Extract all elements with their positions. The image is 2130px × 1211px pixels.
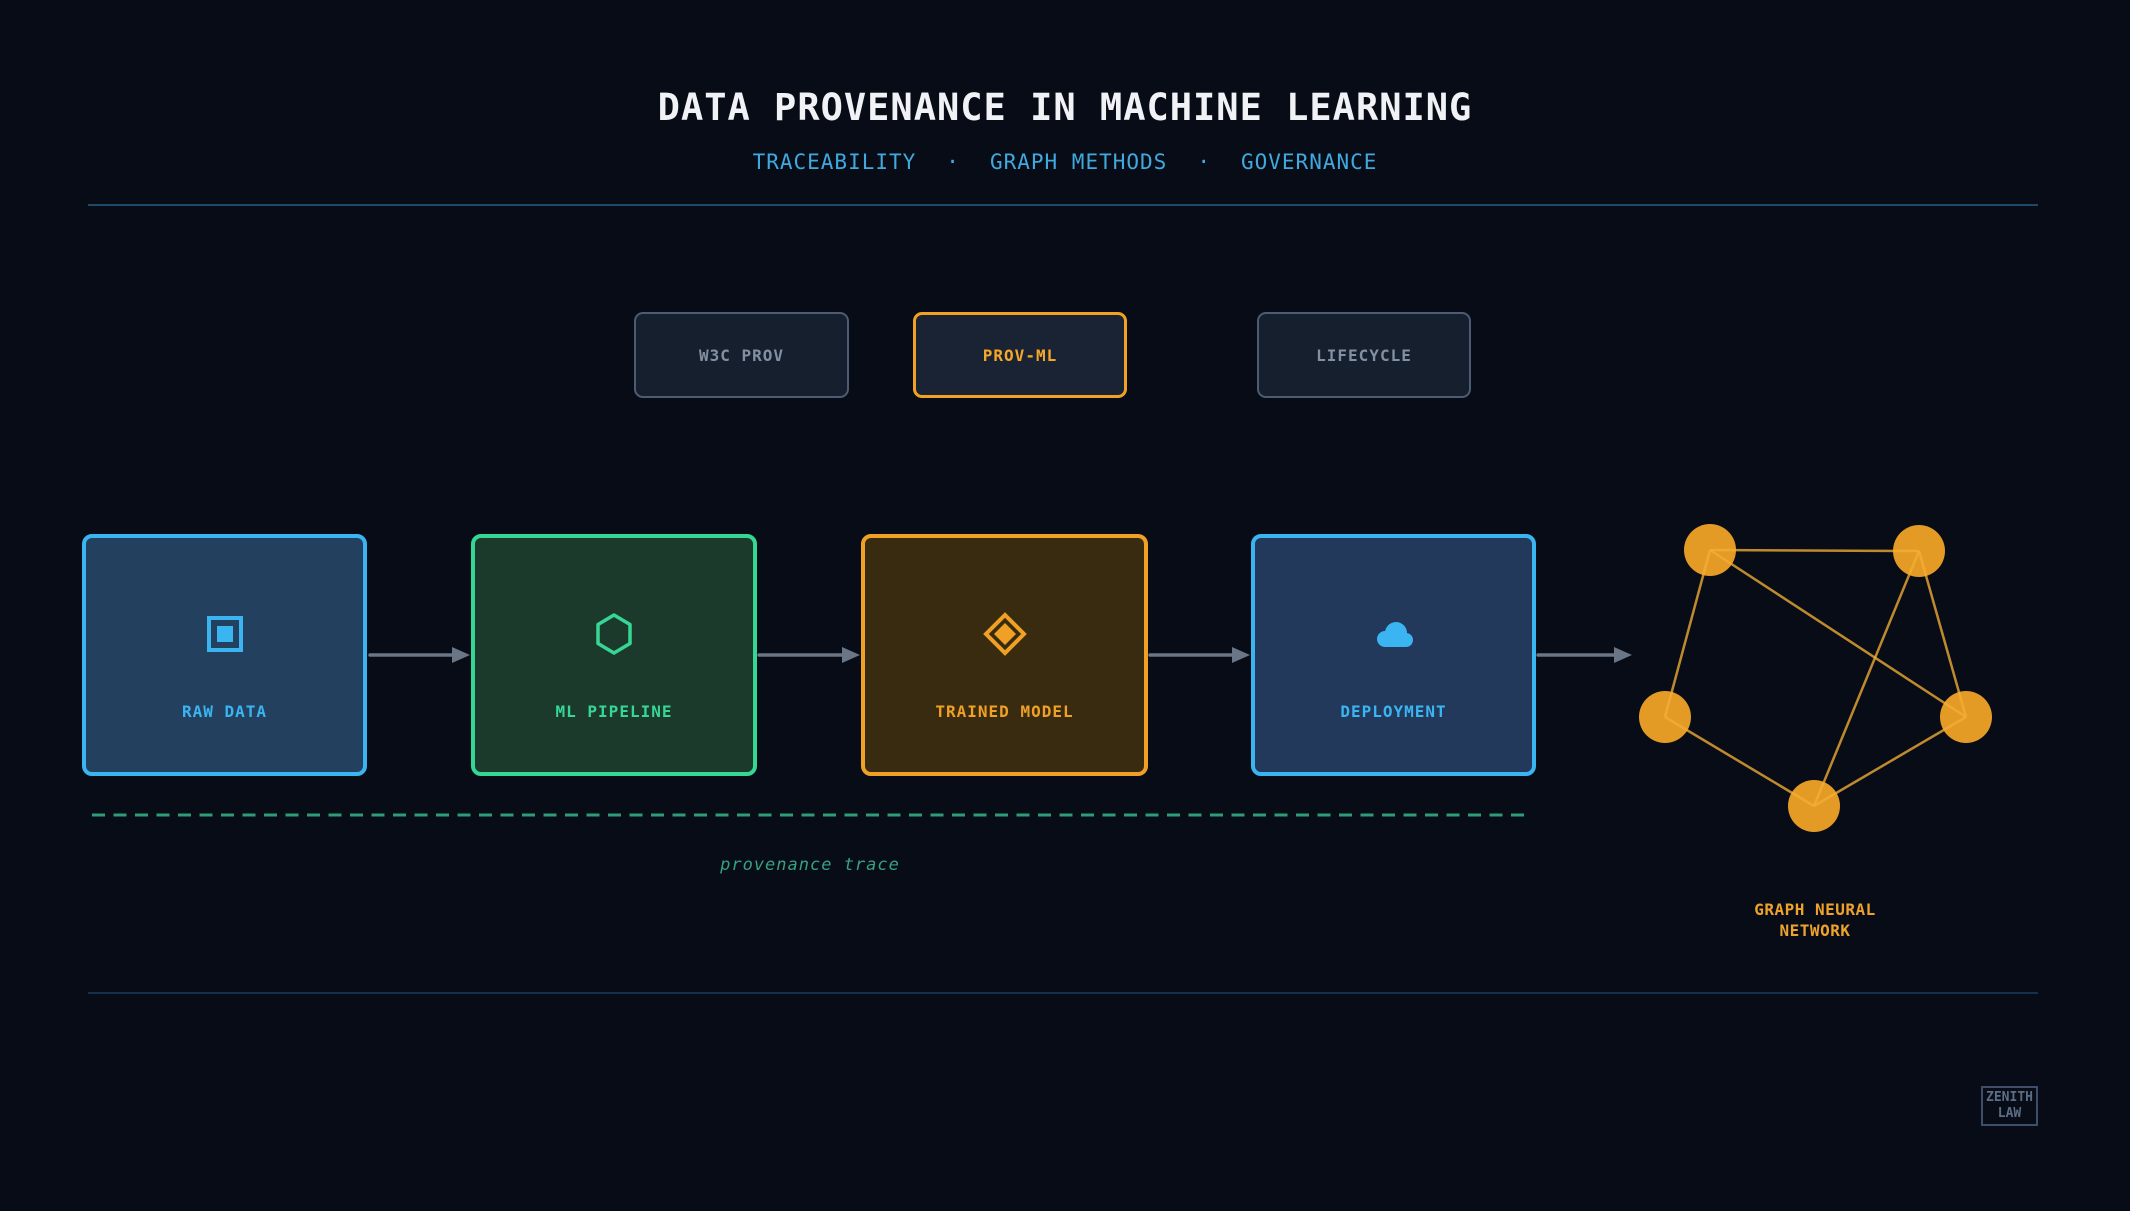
graph-edge xyxy=(1664,715,1815,808)
gnn-label-line: GRAPH NEURAL xyxy=(1754,900,1876,919)
graph-edge xyxy=(1812,550,1921,807)
subtitle-item-graph-methods: GRAPH METHODS xyxy=(989,150,1168,174)
graph-node xyxy=(1639,691,1691,743)
stage-raw-data: RAW DATA xyxy=(82,534,367,776)
graph-edge xyxy=(1709,548,1920,553)
stage-trained-model: TRAINED MODEL xyxy=(861,534,1148,776)
graph-edge xyxy=(1813,715,1967,808)
subtitle-item-governance: GOVERNANCE xyxy=(1240,150,1378,174)
tab-lifecycle[interactable]: LIFECYCLE xyxy=(1257,312,1471,398)
graph-neural-network xyxy=(1639,524,1992,832)
badge-line: ZENITH xyxy=(1986,1090,2033,1105)
header-divider xyxy=(88,204,2038,206)
page-title: DATA PROVENANCE IN MACHINE LEARNING xyxy=(657,86,1473,129)
stage-label: TRAINED MODEL xyxy=(935,702,1074,721)
flow-arrow xyxy=(1536,647,1632,663)
cloud-icon xyxy=(1373,610,1415,658)
tab-w3c-prov[interactable]: W3C PROV xyxy=(634,312,849,398)
stage-deployment: DEPLOYMENT xyxy=(1251,534,1536,776)
provenance-trace-label: provenance trace xyxy=(720,855,900,875)
tab-label: LIFECYCLE xyxy=(1316,345,1412,365)
flow-arrow xyxy=(368,647,470,663)
graph-node xyxy=(1684,524,1736,576)
gnn-label-line: NETWORK xyxy=(1779,921,1851,940)
hexagon-icon xyxy=(592,610,636,658)
graph-edge xyxy=(1663,549,1712,718)
subtitle-separator: · xyxy=(1197,150,1211,174)
diamond-icon xyxy=(982,610,1027,658)
tab-label: PROV-ML xyxy=(982,345,1058,365)
subtitle-item-traceability: TRACEABILITY xyxy=(752,150,917,174)
tab-label: W3C PROV xyxy=(698,345,785,365)
graph-node xyxy=(1788,780,1840,832)
zenith-law-badge: ZENITH LAW xyxy=(1981,1086,2038,1126)
badge-line: LAW xyxy=(1997,1106,2022,1121)
graph-node xyxy=(1940,691,1992,743)
graph-neural-network-label: GRAPH NEURAL NETWORK xyxy=(1665,899,1965,941)
flow-arrow xyxy=(1148,647,1250,663)
tab-prov-ml[interactable]: PROV-ML xyxy=(913,312,1127,398)
stage-label: DEPLOYMENT xyxy=(1340,702,1447,721)
subtitle-separator: · xyxy=(946,150,960,174)
graph-node xyxy=(1893,525,1945,577)
square-icon xyxy=(205,610,245,658)
graph-edge xyxy=(1709,548,1967,719)
subtitle: TRACEABILITY · GRAPH METHODS · GOVERNANC… xyxy=(0,150,2130,174)
stage-ml-pipeline: ML PIPELINE xyxy=(471,534,757,776)
graph-edge xyxy=(1917,550,1968,718)
flow-arrow xyxy=(757,647,860,663)
footer-divider xyxy=(88,992,2038,994)
stage-label: ML PIPELINE xyxy=(555,702,673,721)
stage-label: RAW DATA xyxy=(181,702,268,721)
